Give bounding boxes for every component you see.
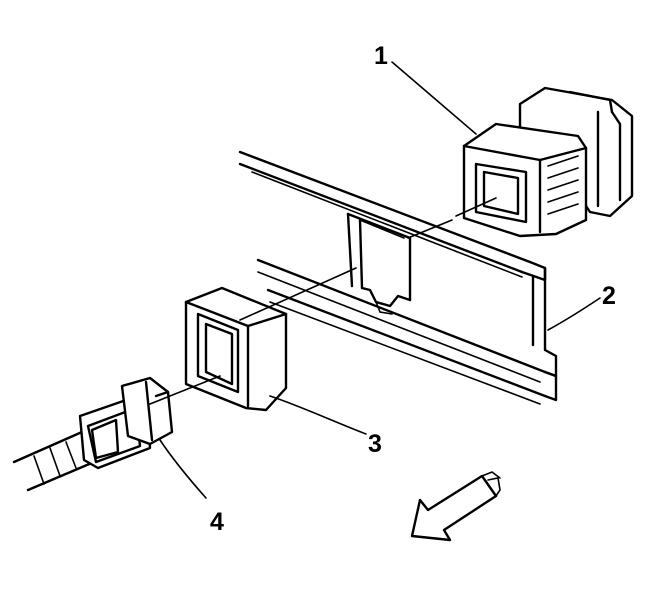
leader-line-2 — [547, 297, 601, 331]
arrow-down-left-icon — [410, 471, 501, 542]
alignment-lines — [149, 197, 497, 405]
harness-connector — [12, 376, 174, 492]
leader-line-4 — [159, 439, 207, 499]
leader-line-1 — [391, 61, 477, 135]
callout-2: 2 — [602, 282, 616, 310]
callout-4: 4 — [210, 508, 224, 536]
rear-connector-body — [462, 86, 634, 238]
leader-line-3 — [269, 395, 367, 435]
callout-1: 1 — [374, 42, 388, 70]
callout-3: 3 — [368, 430, 382, 458]
